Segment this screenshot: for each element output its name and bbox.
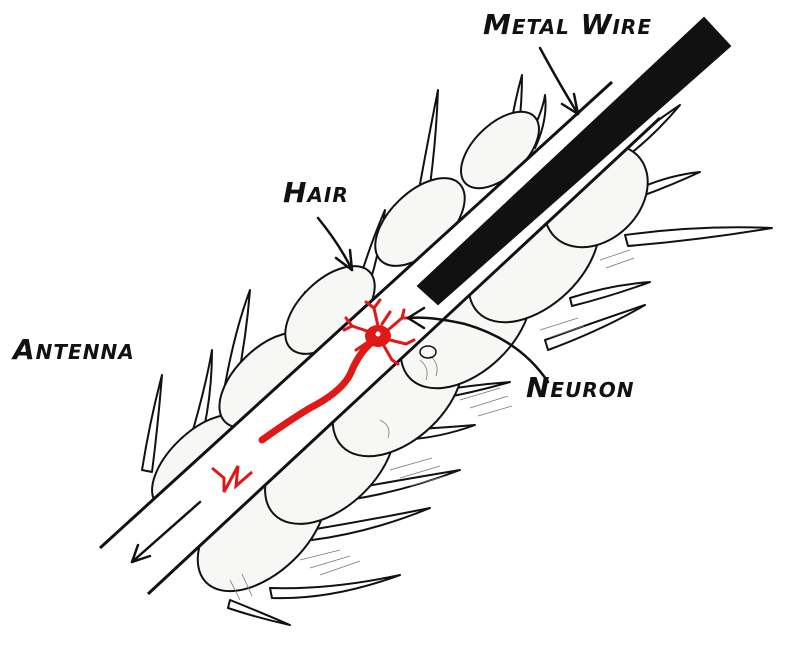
- metal-wire-pointer-arrow: [538, 46, 580, 116]
- neuron-pointer-arrow: [406, 306, 550, 384]
- hair: [141, 374, 163, 473]
- neuron-icon: [258, 298, 416, 444]
- neuron-label: Neuron: [526, 371, 635, 404]
- antenna-label: Antenna: [13, 333, 135, 366]
- hair: [544, 304, 646, 351]
- channel-line-lower: [146, 116, 662, 596]
- hair: [639, 171, 701, 197]
- antenna-segments: [151, 110, 649, 593]
- hair: [569, 281, 651, 307]
- hair-pointer-arrow: [316, 216, 354, 272]
- metal-wire-label: Metal Wire: [483, 8, 652, 41]
- hair: [227, 599, 291, 626]
- neuron-dendrites: [342, 298, 416, 366]
- neuron-axon: [258, 338, 376, 444]
- channel-line-upper: [98, 80, 614, 550]
- hair: [624, 226, 773, 247]
- antenna-pore: [419, 345, 437, 359]
- hair: [309, 507, 431, 541]
- spike-icon: [211, 465, 253, 493]
- hair: [269, 574, 401, 600]
- metal-wire: [416, 16, 732, 306]
- hair-label: Hair: [283, 176, 349, 209]
- hair: [344, 469, 461, 501]
- segment-shading: [229, 249, 635, 601]
- hair: [417, 89, 439, 201]
- signal-arrow-icon: [130, 500, 202, 564]
